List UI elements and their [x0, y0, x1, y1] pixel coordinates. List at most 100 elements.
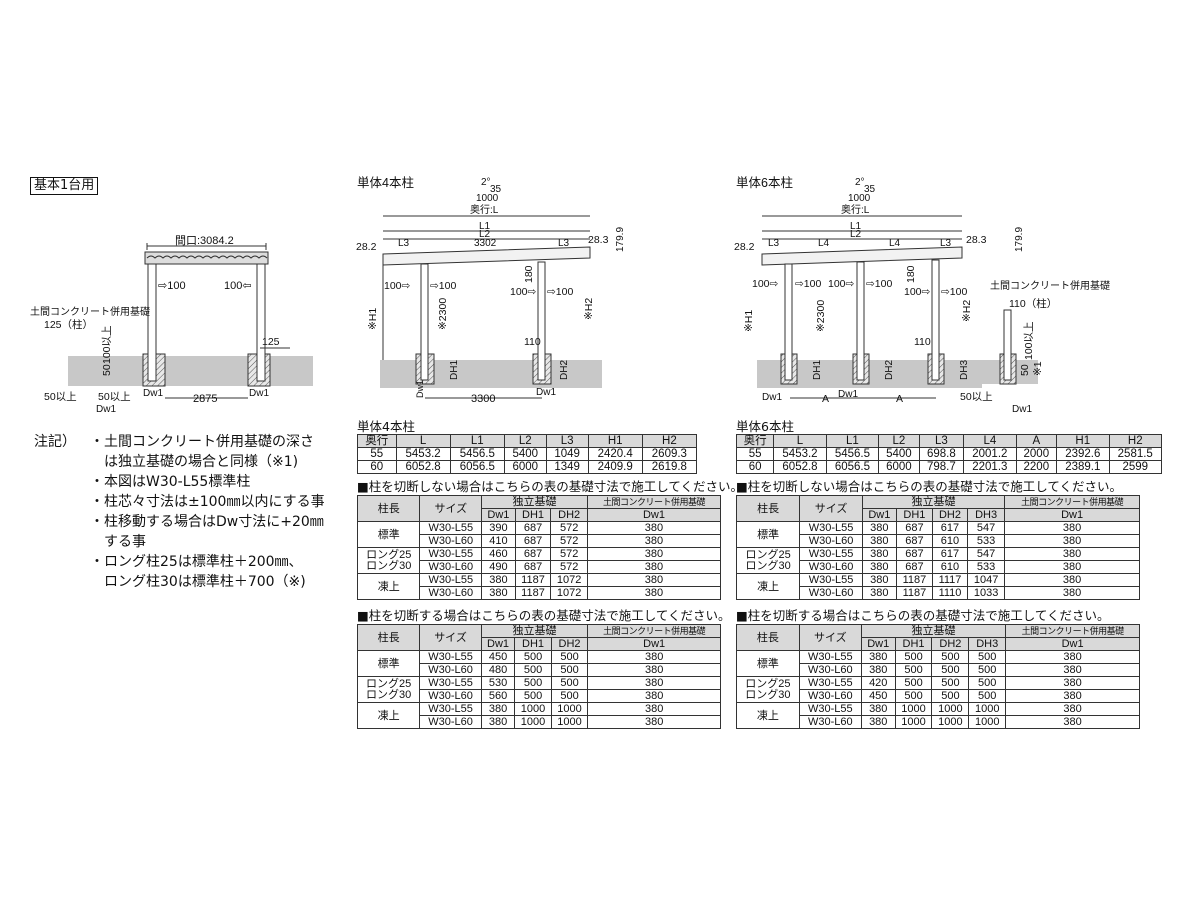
- table-cell: 1072: [550, 573, 588, 587]
- column-header: 土間コンクリート併用基礎: [587, 624, 721, 638]
- l4-label: L4: [818, 238, 830, 249]
- column-header: DH1: [894, 637, 933, 651]
- table-row: 60 6052.8 6056.5 6000 798.7 2201.3 2200 …: [735, 460, 1162, 474]
- table-cell: 687: [514, 560, 552, 574]
- column-header: 土間コンクリート併用基礎: [1005, 624, 1140, 638]
- dh2-label: DH2: [559, 360, 570, 380]
- table-cell: 6056.5: [825, 460, 880, 474]
- notes: 注記） ・ 土間コンクリート併用基礎の深さ は独立基礎の場合と同様（※1) ・ …: [34, 432, 364, 592]
- table-cell: 5400: [878, 447, 920, 461]
- table-cell: 6000: [878, 460, 920, 474]
- notes-lead: 注記）: [34, 434, 76, 450]
- table-cell: 687: [895, 521, 933, 535]
- note-text: 本図はW30-L55標準柱: [104, 474, 251, 490]
- table-cell: W30-L55: [798, 702, 862, 716]
- post-right: [537, 261, 546, 381]
- table-cell: 380: [586, 560, 722, 574]
- table-cell: W30-L60: [419, 560, 483, 574]
- h2-label: ※H2: [583, 298, 595, 320]
- table-cell: 2420.4: [587, 447, 643, 461]
- span-label: 間口:3084.2: [175, 234, 234, 247]
- table-cell: 500: [514, 650, 552, 664]
- four-post-dims-table: 奥行 L L1 L2 L3 H1 H2 55 5453.2 5456.5 540…: [357, 434, 698, 474]
- table-row: 凍上 W30-L55 380 1000 1000 380: [356, 702, 721, 729]
- table-cell: 2000: [1015, 447, 1058, 461]
- table-cell: 572: [550, 547, 588, 561]
- table-cell: 500: [968, 663, 1007, 677]
- post: [856, 261, 865, 381]
- table-row: W30-L60 380 1000 1000 380: [358, 715, 721, 729]
- column-header: H1: [1056, 434, 1110, 448]
- below-50-right: 50以上: [98, 391, 131, 403]
- bullet: ・: [90, 434, 104, 450]
- l2-label: L2: [479, 229, 491, 240]
- row-group-label: ロング25 ロング30: [735, 547, 801, 574]
- dim-1000: 1000: [848, 193, 871, 204]
- row-group-label-line: ロング25 ロング30: [745, 677, 791, 701]
- column-header: L: [395, 434, 451, 448]
- table-cell: 1000: [894, 715, 933, 729]
- table-cell: 410: [481, 534, 516, 548]
- row-group-label: 凍上: [735, 573, 801, 600]
- table-cell: 380: [481, 573, 516, 587]
- table-title: ■柱を切断しない場合はこちらの表の基礎寸法で施工してください。: [736, 479, 1123, 494]
- table-title: ■柱を切断する場合はこちらの表の基礎寸法で施工してください。: [357, 608, 731, 623]
- foundation-label: 土間コンクリート併用基礎: [990, 279, 1110, 292]
- table-cell: 380: [1004, 521, 1140, 535]
- arrow-label: ⇨100: [547, 286, 573, 298]
- table-row: ロング25 ロング30 W30-L55 420 500 500 500 380: [736, 676, 1140, 703]
- table-cell: 2389.1: [1056, 460, 1110, 474]
- table-cell: 610: [931, 534, 969, 548]
- table-cell: W30-L60: [798, 715, 862, 729]
- bullet: ・: [90, 474, 104, 490]
- angle-label: 2°: [481, 177, 491, 188]
- six-post-cut-table: 柱長 サイズ 独立基礎 土間コンクリート併用基礎 Dw1 DH1 DH2 DH3…: [736, 624, 1140, 729]
- dim-28-3: 28.3: [588, 234, 609, 246]
- table-cell: 380: [1004, 547, 1140, 561]
- column-header: L2: [878, 434, 920, 448]
- table-cell: 500: [550, 676, 589, 690]
- column-header: DH2: [550, 637, 589, 651]
- column-header: 柱長: [356, 624, 421, 651]
- table-header: 柱長 サイズ 独立基礎 土間コンクリート併用基礎: [356, 495, 722, 522]
- table-cell: 500: [514, 663, 552, 677]
- column-header: L1: [449, 434, 505, 448]
- table-cell: 2609.3: [641, 447, 698, 461]
- column-header: Dw1: [481, 508, 516, 522]
- table-cell: 450: [860, 689, 896, 703]
- table-cell: 1000: [514, 702, 552, 716]
- table-cell: 2581.5: [1108, 447, 1162, 461]
- table-cell: 480: [480, 663, 516, 677]
- dh1-label: DH1: [812, 360, 823, 380]
- note-text: 柱芯々寸法は±100㎜以内にする事: [104, 494, 325, 510]
- column-header: DH2: [931, 508, 969, 522]
- table-row: 凍上 W30-L55 380 1000 1000 1000 380: [736, 702, 1140, 729]
- table-cell: 698.8: [918, 447, 965, 461]
- table-row: 凍上 W30-L55 380 1187 1072 380: [356, 573, 722, 600]
- table-cell: 490: [481, 560, 516, 574]
- table-cell: 500: [894, 689, 933, 703]
- table-cell: 60: [735, 460, 775, 474]
- table-cell: 380: [860, 715, 896, 729]
- table-cell: 390: [481, 521, 516, 535]
- column-header: Dw1: [480, 637, 516, 651]
- dh3-label: DH3: [959, 360, 970, 380]
- table-cell: 500: [550, 689, 589, 703]
- bullet: ・: [90, 514, 104, 530]
- table-cell: 380: [587, 663, 721, 677]
- column-header: 柱長: [356, 495, 421, 522]
- table-row: 標準 W30-L55 380 687 617 547 380: [735, 521, 1140, 548]
- arrow-label: ⇨100: [941, 286, 967, 298]
- column-header: 奥行: [357, 434, 397, 448]
- note-item: ・ 本図はW30-L55標準柱: [34, 472, 364, 492]
- row-group-label: 凍上: [736, 702, 800, 729]
- table-cell: 380: [586, 573, 722, 587]
- note-text: 土間コンクリート併用基礎の深さ: [104, 434, 314, 450]
- table-cell: 500: [931, 663, 970, 677]
- table-cell: 380: [861, 573, 897, 587]
- dw-label: Dw1: [249, 388, 269, 399]
- basic-diagram: 間口:3084.2 ⇨100 100⇦ 土間コンクリート併用基礎 125（柱） …: [30, 234, 313, 415]
- table-cell: W30-L55: [419, 676, 482, 690]
- table-cell: 380: [861, 521, 897, 535]
- table-cell: W30-L60: [799, 586, 863, 600]
